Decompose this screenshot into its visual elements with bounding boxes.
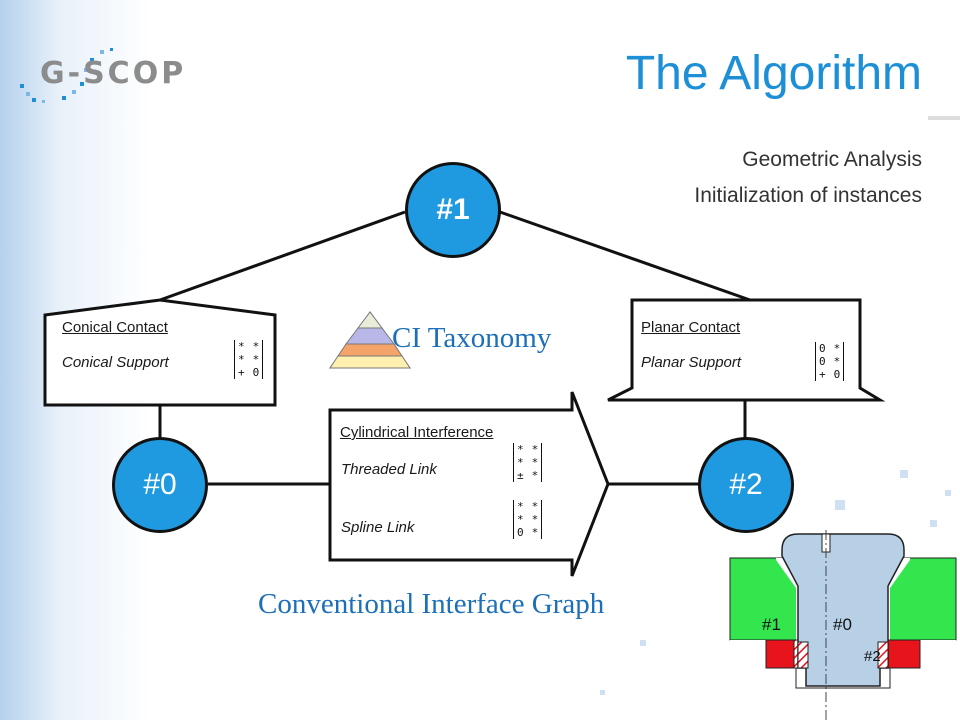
decor-square [835, 500, 845, 510]
page-title: The Algorithm [625, 47, 922, 100]
spline-link-label: Spline Link [341, 519, 415, 536]
logo-dots-icon [20, 48, 113, 103]
spline-link-matrix: ** ** 0* [513, 500, 543, 539]
ci-taxonomy-label: CI Taxonomy [392, 322, 552, 354]
conical-support-label: Conical Support [62, 354, 169, 371]
drawing-label-2: #2 [864, 648, 881, 665]
node-1: #1 [405, 162, 501, 258]
drawing-label-0: #0 [833, 615, 852, 634]
node-0-label: #0 [143, 468, 177, 501]
decor-square [945, 490, 951, 496]
planar-matrix: 0* 0* +0 [815, 342, 845, 381]
planar-contact-heading: Planar Contact [641, 319, 741, 336]
conical-contact-heading: Conical Contact [62, 319, 168, 336]
decor-square [640, 640, 646, 646]
cylindrical-box-shape [328, 391, 610, 577]
logo-text: G-SCOP [40, 56, 187, 91]
drawing-label-1: #1 [762, 615, 781, 634]
node-2: #2 [698, 437, 794, 533]
decor-square [900, 470, 908, 478]
screw-assembly-drawing [729, 530, 957, 720]
subtitle-initialization: Initialization of instances [694, 184, 922, 207]
planar-box-shape [607, 298, 886, 402]
threaded-link-matrix: ** ** ±* [513, 443, 543, 482]
node-1-label: #1 [436, 193, 470, 226]
planar-support-label: Planar Support [641, 354, 742, 371]
decor-square [930, 520, 937, 527]
graph-caption: Conventional Interface Graph [258, 588, 605, 620]
title-underline [928, 116, 960, 120]
gscop-logo: G-SCOP [18, 48, 188, 108]
cylindrical-interference-heading: Cylindrical Interference [340, 424, 494, 441]
node-0: #0 [112, 437, 208, 533]
node-2-label: #2 [729, 468, 763, 501]
subtitle-geometric-analysis: Geometric Analysis [742, 148, 922, 171]
decor-square [600, 690, 605, 695]
conical-box-shape [43, 298, 277, 407]
conical-matrix: ** ** +0 [234, 340, 264, 379]
threaded-link-label: Threaded Link [341, 461, 437, 478]
